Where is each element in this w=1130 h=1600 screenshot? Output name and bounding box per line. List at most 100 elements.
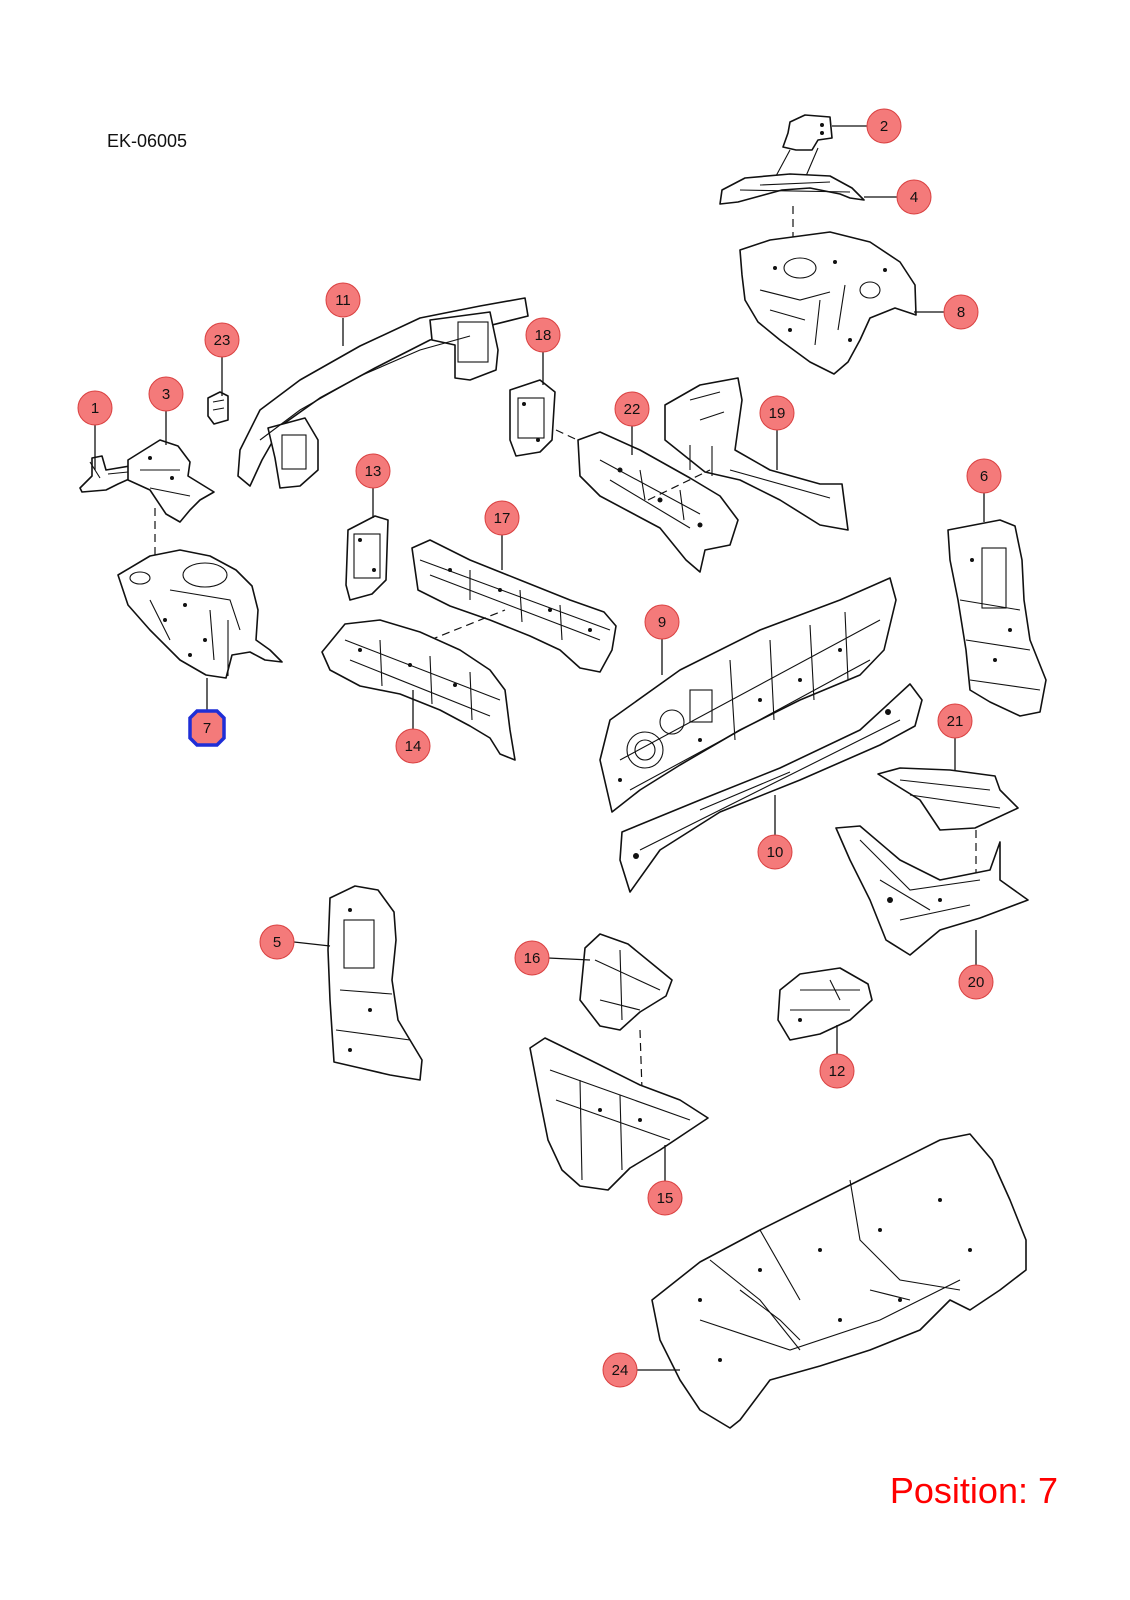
callout-label-20: 20 (968, 974, 985, 991)
callout-label-10: 10 (767, 844, 784, 861)
callout-label-7: 7 (203, 720, 211, 737)
callout-label-11: 11 (335, 292, 351, 309)
callout-7[interactable]: 7 (188, 709, 226, 747)
callout-label-18: 18 (535, 327, 552, 344)
callout-label-16: 16 (524, 950, 541, 967)
callout-marker-22[interactable] (614, 391, 650, 427)
callout-marker-1[interactable] (77, 390, 113, 426)
callout-4[interactable]: 4 (896, 179, 932, 215)
callout-marker-6[interactable] (966, 458, 1002, 494)
callout-14[interactable]: 14 (395, 728, 431, 764)
leader-lines (94, 125, 985, 1371)
callout-6[interactable]: 6 (966, 458, 1002, 494)
callout-label-9: 9 (658, 614, 666, 631)
part-24-floor (651, 1133, 1027, 1429)
callout-marker-5[interactable] (259, 924, 295, 960)
callout-11[interactable]: 11 (325, 282, 361, 318)
part-4-panel (719, 173, 865, 205)
callout-20[interactable]: 20 (958, 964, 994, 1000)
part-14-rail (321, 619, 516, 761)
part-15-rail (529, 1037, 709, 1191)
part-9-dash (599, 577, 897, 813)
callout-label-2: 2 (880, 118, 888, 135)
callout-21[interactable]: 21 (937, 703, 973, 739)
callout-label-6: 6 (980, 468, 988, 485)
callout-13[interactable]: 13 (355, 453, 391, 489)
callout-label-19: 19 (769, 405, 786, 422)
callout-16[interactable]: 16 (514, 940, 550, 976)
callout-marker-16[interactable] (514, 940, 550, 976)
callout-label-21: 21 (947, 713, 964, 730)
callout-marker-15[interactable] (647, 1180, 683, 1216)
callout-marker-23[interactable] (204, 322, 240, 358)
callout-marker-24[interactable] (602, 1352, 638, 1388)
part-21-panel (877, 767, 1019, 831)
callout-8[interactable]: 8 (943, 294, 979, 330)
part-16-bracket (579, 933, 673, 1031)
callout-marker-11[interactable] (325, 282, 361, 318)
part-11-beam (237, 297, 529, 489)
part-6-pillar (947, 519, 1047, 717)
callout-label-8: 8 (957, 304, 965, 321)
callout-marker-2[interactable] (866, 108, 902, 144)
callout-marker-13[interactable] (355, 453, 391, 489)
callout-17[interactable]: 17 (484, 500, 520, 536)
callout-18[interactable]: 18 (525, 317, 561, 353)
callout-marker-17[interactable] (484, 500, 520, 536)
part-23-clip (207, 391, 229, 425)
part-5-pillar (327, 885, 423, 1081)
callout-label-5: 5 (273, 934, 281, 951)
callout-marker-7[interactable] (188, 709, 226, 747)
part-20-panel (835, 825, 1029, 956)
part-17-rail (411, 539, 617, 673)
part-7-strut-tower (117, 549, 283, 679)
callout-label-23: 23 (214, 332, 231, 349)
callout-5[interactable]: 5 (259, 924, 295, 960)
callout-label-1: 1 (91, 400, 99, 417)
part-12-bracket (777, 967, 873, 1041)
diagram-code: EK-06005 (107, 131, 188, 151)
callout-2[interactable]: 2 (866, 108, 902, 144)
callout-marker-14[interactable] (395, 728, 431, 764)
callout-label-14: 14 (405, 738, 422, 755)
callout-19[interactable]: 19 (759, 395, 795, 431)
callout-marker-9[interactable] (644, 604, 680, 640)
callout-marker-10[interactable] (757, 834, 793, 870)
callout-label-4: 4 (910, 189, 918, 206)
callout-3[interactable]: 3 (148, 376, 184, 412)
part-2-bracket (775, 114, 833, 177)
callout-label-22: 22 (624, 401, 641, 418)
part-8-wheelhouse (739, 231, 917, 375)
callout-1[interactable]: 1 (77, 390, 113, 426)
position-indicator: Position: 7 (889, 1470, 1058, 1511)
callout-marker-4[interactable] (896, 179, 932, 215)
part-3-panel (127, 439, 215, 523)
callout-label-17: 17 (494, 510, 511, 527)
callout-24[interactable]: 24 (602, 1352, 638, 1388)
callout-marker-8[interactable] (943, 294, 979, 330)
callout-marker-21[interactable] (937, 703, 973, 739)
callout-label-24: 24 (612, 1362, 629, 1379)
callout-22[interactable]: 22 (614, 391, 650, 427)
callout-12[interactable]: 12 (819, 1053, 855, 1089)
callout-marker-20[interactable] (958, 964, 994, 1000)
part-13-plate (345, 515, 389, 601)
callout-10[interactable]: 10 (757, 834, 793, 870)
callout-marker-18[interactable] (525, 317, 561, 353)
callout-marker-19[interactable] (759, 395, 795, 431)
callout-label-3: 3 (162, 386, 170, 403)
callout-9[interactable]: 9 (644, 604, 680, 640)
part-18-plate (509, 379, 556, 457)
part-19-frame (664, 377, 849, 531)
callout-label-13: 13 (365, 463, 382, 480)
callout-marker-12[interactable] (819, 1053, 855, 1089)
callout-marker-3[interactable] (148, 376, 184, 412)
callout-label-12: 12 (829, 1063, 846, 1080)
callout-label-15: 15 (657, 1190, 674, 1207)
callout-23[interactable]: 23 (204, 322, 240, 358)
part-10-crossmember (619, 683, 923, 893)
part-22-frame (577, 431, 739, 573)
callout-15[interactable]: 15 (647, 1180, 683, 1216)
